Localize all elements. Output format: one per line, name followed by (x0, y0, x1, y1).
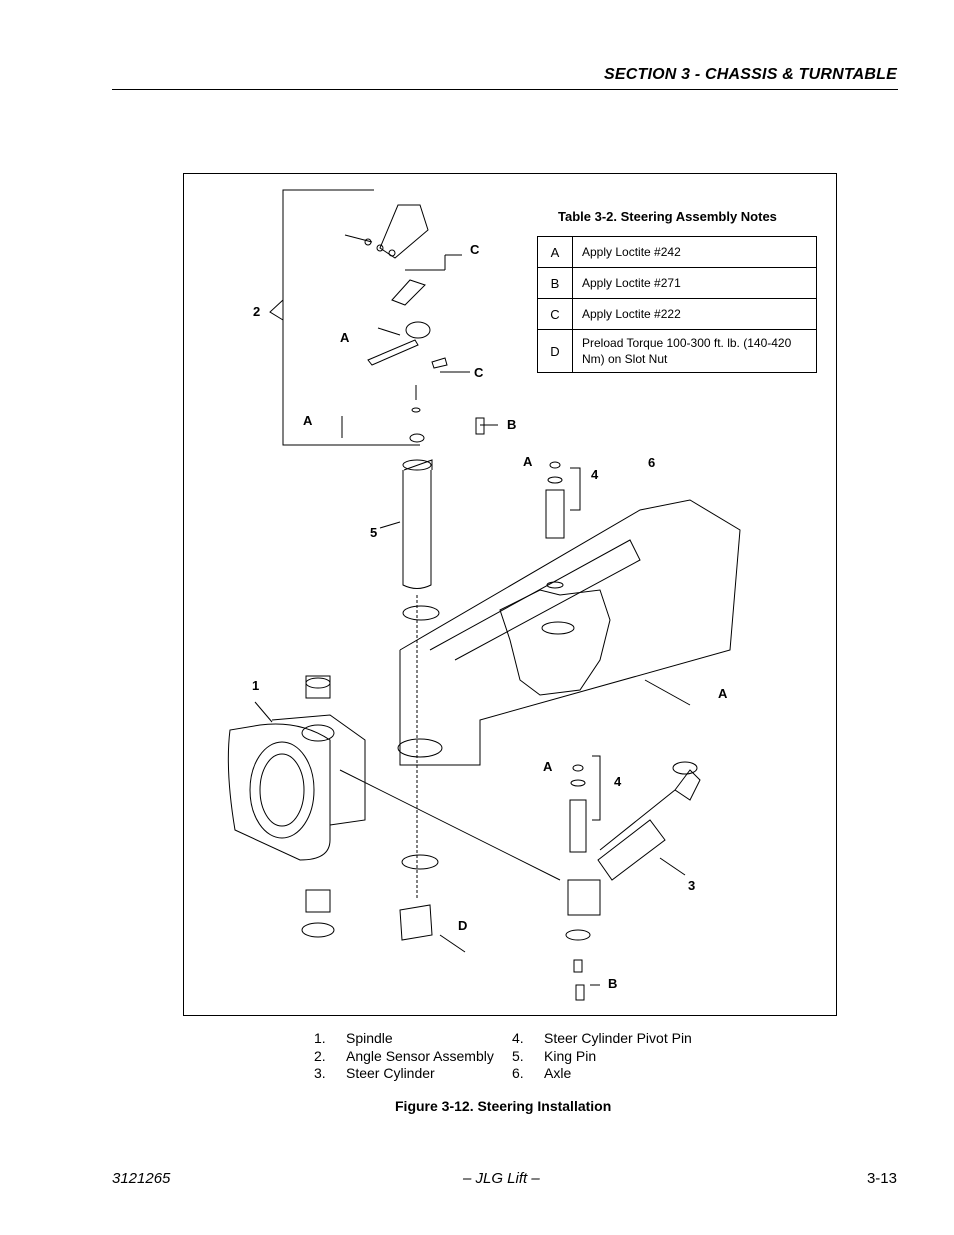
legend-item: 4. Steer Cylinder Pivot Pin (512, 1030, 712, 1048)
callout-c-1: C (470, 242, 480, 257)
callout-4b: 4 (614, 774, 622, 789)
steering-assembly-notes-table: A Apply Loctite #242 B Apply Loctite #27… (537, 236, 817, 373)
legend-label: Angle Sensor Assembly (346, 1047, 494, 1064)
callout-a-5: A (543, 759, 553, 774)
legend-item: 1. Spindle (314, 1030, 514, 1048)
legend-number: 1. (314, 1030, 326, 1046)
notes-table-title: Table 3-2. Steering Assembly Notes (558, 209, 777, 224)
footer-publisher: – JLG Lift – (463, 1170, 540, 1187)
legend-number: 2. (314, 1047, 326, 1064)
legend-column-right: 4. Steer Cylinder Pivot Pin 5. King Pin 6.… (512, 1030, 712, 1083)
callout-3: 3 (688, 878, 695, 893)
table-row: A Apply Loctite #242 (537, 236, 817, 268)
legend-item: 5. King Pin (512, 1048, 712, 1066)
callout-d-1: D (458, 918, 467, 933)
header-rule (112, 89, 898, 90)
callout-a-3: A (523, 454, 533, 469)
footer-doc-number: 3121265 (112, 1170, 171, 1187)
legend-label: Steer Cylinder Pivot Pin (544, 1030, 692, 1046)
legend-number: 6. (512, 1065, 524, 1081)
callout-5: 5 (370, 525, 377, 540)
note-text: Preload Torque 100-300 ft. lb. (140-420 … (572, 329, 817, 373)
note-text: Apply Loctite #242 (572, 236, 817, 268)
note-key: D (537, 329, 573, 373)
note-text: Apply Loctite #222 (572, 298, 817, 330)
footer-page-number: 3-13 (866, 1170, 897, 1187)
legend-label: Steer Cylinder (346, 1065, 435, 1081)
figure-frame (183, 173, 837, 1016)
table-row: C Apply Loctite #222 (537, 298, 817, 330)
legend-number: 3. (314, 1065, 326, 1081)
note-key: A (537, 236, 573, 268)
table-row: B Apply Loctite #271 (537, 267, 817, 299)
callout-4a: 4 (591, 467, 599, 482)
note-text: Apply Loctite #271 (572, 267, 817, 299)
figure-caption: Figure 3-12. Steering Installation (395, 1098, 612, 1114)
note-key: B (537, 267, 573, 299)
legend-item: 2. Angle Sensor Assembly (314, 1048, 514, 1066)
legend-column-left: 1. Spindle 2. Angle Sensor Assembly 3. Stee… (314, 1030, 514, 1083)
callout-a-4: A (718, 686, 728, 701)
table-row: D Preload Torque 100-300 ft. lb. (140-42… (537, 329, 817, 373)
callout-b-1: B (507, 417, 516, 432)
legend-item: 6. Axle (512, 1065, 712, 1083)
callout-1: 1 (252, 678, 259, 693)
callout-b-2: B (608, 976, 617, 991)
note-key: C (537, 298, 573, 330)
callout-a-2: A (303, 413, 313, 428)
legend-label: Axle (544, 1065, 572, 1081)
legend-label: Spindle (346, 1030, 393, 1046)
legend-number: 4. (512, 1030, 524, 1046)
callout-a-1: A (340, 330, 350, 345)
legend-number: 5. (512, 1047, 524, 1064)
callout-2: 2 (253, 304, 260, 319)
section-title: SECTION 3 - CHASSIS & TURNTABLE (603, 66, 897, 83)
callout-6: 6 (648, 455, 655, 470)
callout-c-2: C (474, 365, 484, 380)
legend-label: King Pin (544, 1047, 597, 1064)
legend-item: 3. Steer Cylinder (314, 1065, 514, 1083)
